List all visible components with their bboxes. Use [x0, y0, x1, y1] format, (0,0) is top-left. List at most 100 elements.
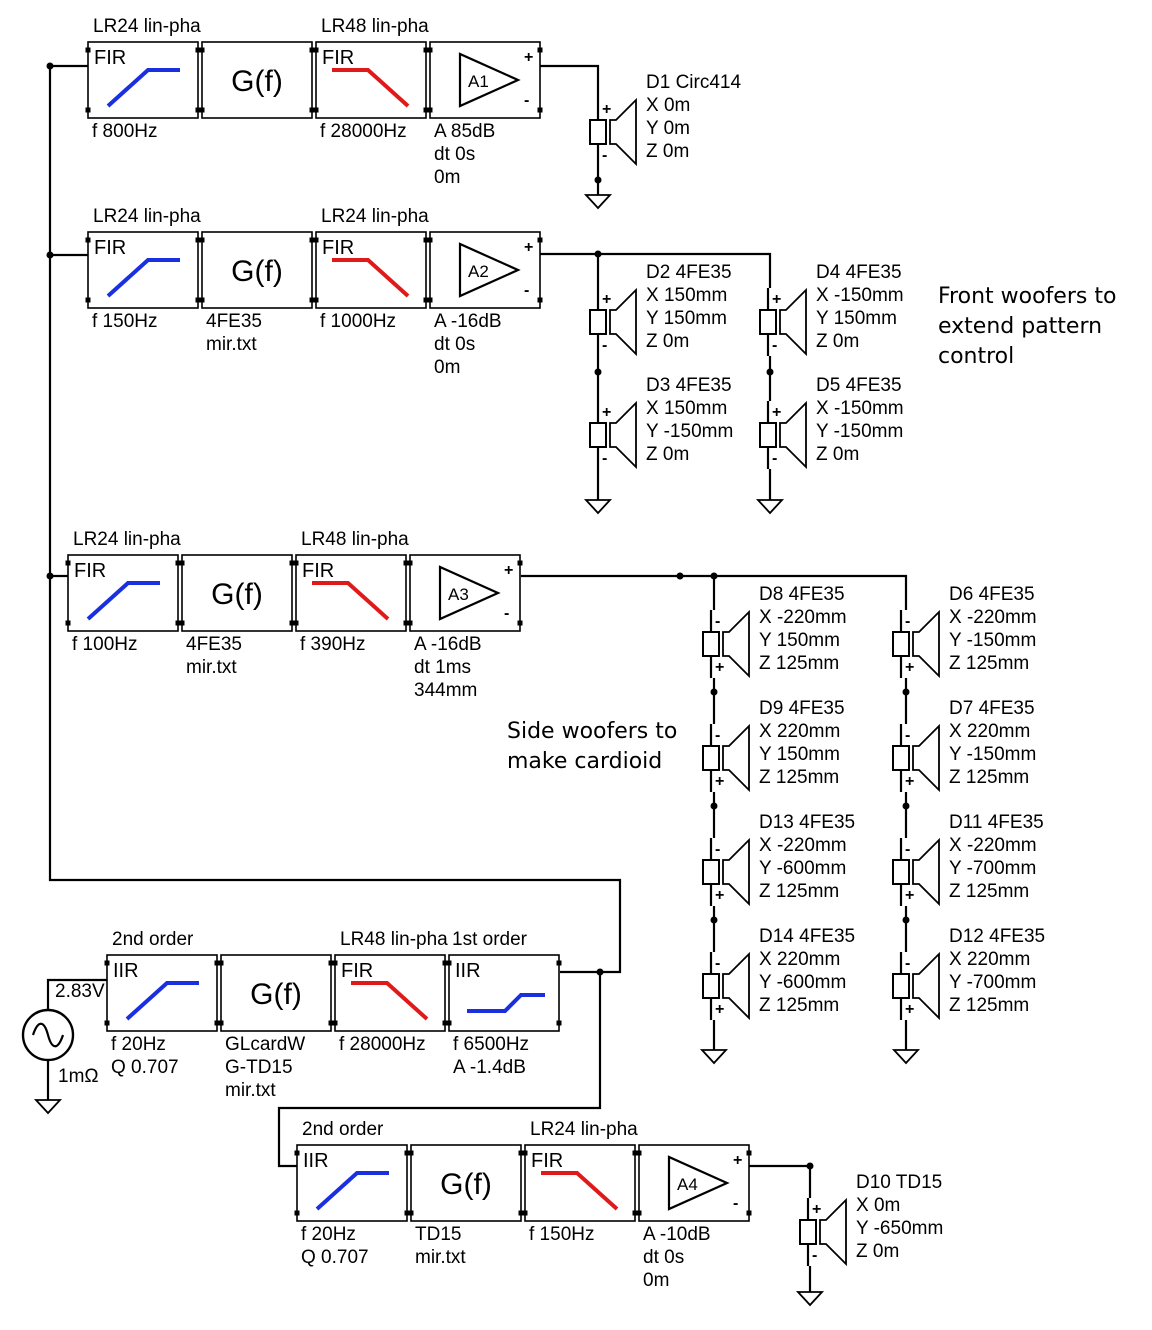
voltage-source: 2.83V 1mΩ	[21, 981, 105, 1087]
transfer-function-block[interactable]: G(f)	[179, 554, 295, 632]
pin-marker	[289, 620, 295, 626]
driver-position: X -220mm	[759, 835, 847, 856]
source-resistance: 1mΩ	[58, 1066, 99, 1087]
pin-marker	[522, 1210, 528, 1216]
pin-marker	[442, 1020, 448, 1026]
polarity-top: +	[602, 101, 611, 118]
parameter-label: f 150Hz	[92, 311, 157, 332]
filter-block-iir[interactable]: IIR	[104, 954, 220, 1032]
filter-block-fir[interactable]: FIR	[293, 554, 409, 632]
speaker-icon	[912, 837, 940, 907]
driver-position: Z 0m	[856, 1241, 899, 1262]
filter-block-fir[interactable]: FIR	[65, 554, 181, 632]
wiring	[46, 64, 908, 1292]
filter-block-fir[interactable]: FIR	[522, 1144, 638, 1222]
speaker-icon	[912, 951, 940, 1021]
polarity-top: -	[715, 727, 720, 744]
filter-type-label: IIR	[455, 960, 481, 982]
amplifier-icon	[438, 565, 501, 621]
driver-name: D13 4FE35	[759, 812, 855, 833]
pin-marker	[518, 1210, 524, 1216]
filter-curve-icon	[125, 981, 199, 1021]
driver-position: X 150mm	[646, 285, 727, 306]
driver-position: X 0m	[646, 95, 690, 116]
driver-name: D4 4FE35	[816, 262, 902, 283]
pin-marker	[537, 297, 543, 303]
driver-coil	[702, 745, 720, 771]
pin-marker	[214, 1020, 220, 1026]
amplifier-block[interactable]: A3+-	[407, 554, 523, 632]
note-side-line-2: make cardioid	[507, 749, 662, 774]
parameter-label: Q 0.707	[111, 1057, 179, 1078]
filter-block-iir[interactable]: IIR	[294, 1144, 410, 1222]
annotation-front: Front woofers to extend pattern control	[938, 284, 1116, 369]
transfer-function-label: G(f)	[250, 978, 302, 1011]
chain-title: LR48 lin-pha	[340, 929, 448, 950]
chain-title: LR24 lin-pha	[321, 206, 429, 227]
filter-block-fir[interactable]: FIR	[85, 231, 201, 309]
pin-marker	[293, 620, 299, 626]
pin-marker	[85, 107, 91, 113]
driver-position: Y -700mm	[949, 972, 1036, 993]
filter-type-label: IIR	[303, 1150, 329, 1172]
driver-position: X 150mm	[646, 398, 727, 419]
driver-position: Y -600mm	[759, 972, 846, 993]
filter-type-label: FIR	[302, 560, 334, 582]
filter-block-fir[interactable]: FIR	[332, 954, 448, 1032]
chain-title: 2nd order	[112, 929, 194, 950]
filter-type-label: FIR	[531, 1150, 563, 1172]
amplifier-block[interactable]: A1+-	[427, 41, 543, 119]
filter-block-fir[interactable]: FIR	[313, 231, 429, 309]
pin-marker	[104, 960, 110, 966]
pin-marker	[427, 297, 433, 303]
driver-position: Y 150mm	[759, 744, 840, 765]
amplifier-name: A2	[468, 262, 489, 281]
transfer-function-block[interactable]: G(f)	[199, 41, 315, 119]
polarity-bottom: -	[812, 1247, 817, 1264]
parameter-label: f 20Hz	[301, 1224, 356, 1245]
filter-block-fir[interactable]: FIR	[85, 41, 201, 119]
polarity-top: -	[715, 613, 720, 630]
polarity-bottom: +	[715, 887, 724, 904]
filter-type-label: FIR	[322, 47, 354, 69]
parameter-label: TD15	[415, 1224, 461, 1245]
minus-sign: -	[733, 1195, 738, 1212]
driver-position: Y -150mm	[949, 630, 1036, 651]
amplifier-block[interactable]: A2+-	[427, 231, 543, 309]
driver-position: Z 125mm	[759, 653, 839, 674]
driver-position: X -220mm	[949, 607, 1037, 628]
polarity-bottom: +	[715, 1001, 724, 1018]
filter-block-fir[interactable]: FIR	[313, 41, 429, 119]
transfer-function-block[interactable]: G(f)	[199, 231, 315, 309]
speaker-icon	[779, 287, 807, 357]
ground-icon	[583, 194, 613, 210]
filter-block-iir[interactable]: IIR	[446, 954, 562, 1032]
transfer-function-block[interactable]: G(f)	[218, 954, 334, 1032]
filter-type-label: IIR	[113, 960, 139, 982]
transfer-function-block[interactable]: G(f)	[408, 1144, 524, 1222]
amplifier-block[interactable]: A4+-	[636, 1144, 752, 1222]
filter-curve-icon	[541, 1171, 619, 1211]
polarity-top: -	[905, 841, 910, 858]
polarity-top: +	[772, 404, 781, 421]
filter-type-label: FIR	[94, 237, 126, 259]
pin-marker	[175, 620, 181, 626]
driver-name: D3 4FE35	[646, 375, 732, 396]
